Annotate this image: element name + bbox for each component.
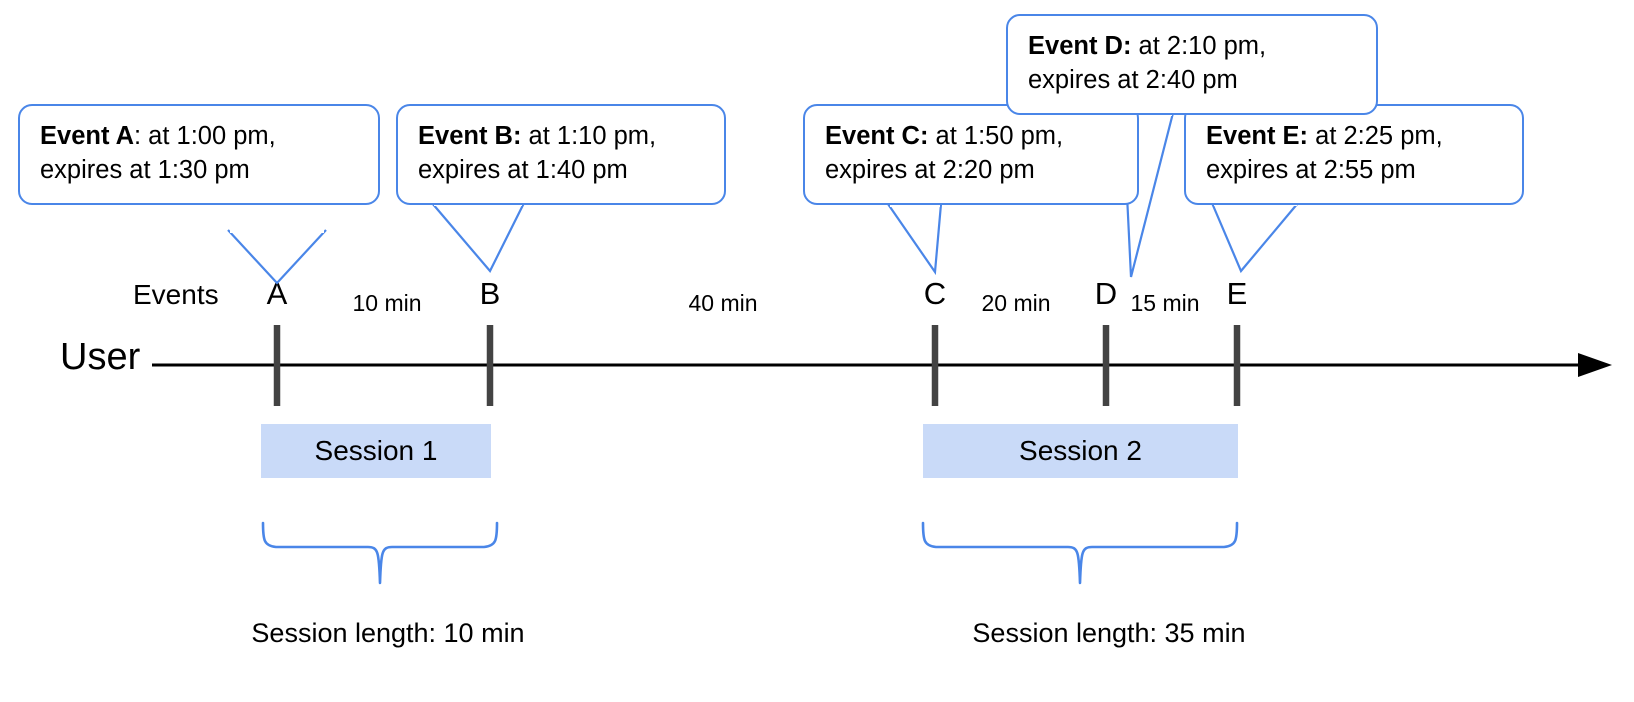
callout-event-b-detail: at 1:10 pm, expires at 1:40 pm	[418, 122, 657, 184]
callout-event-c: Event C: at 1:50 pm, expires at 2:20 pm	[803, 104, 1139, 206]
callout-event-e-detail: at 2:25 pm, expires at 2:55 pm	[1206, 122, 1443, 184]
brace-session-2	[921, 521, 1239, 585]
gap-label-d-e: 15 min	[1130, 290, 1200, 316]
gap-label-c-d: 20 min	[981, 290, 1051, 316]
axis-row-label-user: User	[60, 336, 141, 378]
event-ticks	[273, 325, 1241, 406]
callout-event-d: Event D: at 2:10 pm, expires at 2:40 pm	[1006, 14, 1378, 116]
event-marker-label-c: C	[923, 276, 947, 311]
callout-event-a-title: Event A	[40, 122, 134, 150]
callout-event-b-separator: :	[512, 122, 522, 150]
timeline-axis	[152, 353, 1612, 377]
callout-event-c-title: Event C	[825, 122, 920, 150]
callout-event-e: Event E: at 2:25 pm, expires at 2:55 pm	[1184, 104, 1524, 206]
gap-label-a-b: 10 min	[352, 290, 422, 316]
callout-event-e-separator: :	[1299, 122, 1309, 150]
callout-event-a-separator: :	[134, 122, 142, 150]
callout-tail-e	[1210, 202, 1299, 274]
event-marker-label-a: A	[266, 276, 288, 311]
axis-events-label: Events	[133, 279, 219, 310]
session-length-caption-2: Session length: 35 min	[972, 618, 1246, 648]
callout-tail-c	[887, 203, 943, 276]
callout-event-d-detail: at 2:10 pm, expires at 2:40 pm	[1028, 32, 1267, 94]
session-length-caption-1: Session length: 10 min	[251, 618, 525, 648]
callout-event-c-detail: at 1:50 pm, expires at 2:20 pm	[825, 122, 1064, 184]
event-marker-label-e: E	[1226, 276, 1248, 311]
event-marker-label-d: D	[1094, 276, 1118, 311]
callout-event-b-title: Event B	[418, 122, 513, 150]
gap-label-b-c: 40 min	[688, 290, 758, 316]
callout-event-e-title: Event E	[1206, 122, 1300, 150]
callout-event-d-title: Event D	[1028, 32, 1123, 60]
session-box-1: Session 1	[261, 424, 491, 478]
callout-event-c-separator: :	[919, 122, 929, 150]
session-box-2: Session 2	[923, 424, 1238, 478]
callout-event-b: Event B: at 1:10 pm, expires at 1:40 pm	[396, 104, 726, 206]
callout-event-a: Event A: at 1:00 pm, expires at 1:30 pm	[18, 104, 380, 206]
event-marker-label-b: B	[479, 276, 501, 311]
callout-event-a-detail: at 1:00 pm, expires at 1:30 pm	[40, 122, 276, 184]
callout-event-d-separator: :	[1122, 32, 1132, 60]
brace-session-1	[261, 521, 499, 585]
axis-arrowhead	[1578, 353, 1612, 377]
session-braces	[261, 521, 1239, 585]
callout-tail-b	[431, 202, 525, 273]
